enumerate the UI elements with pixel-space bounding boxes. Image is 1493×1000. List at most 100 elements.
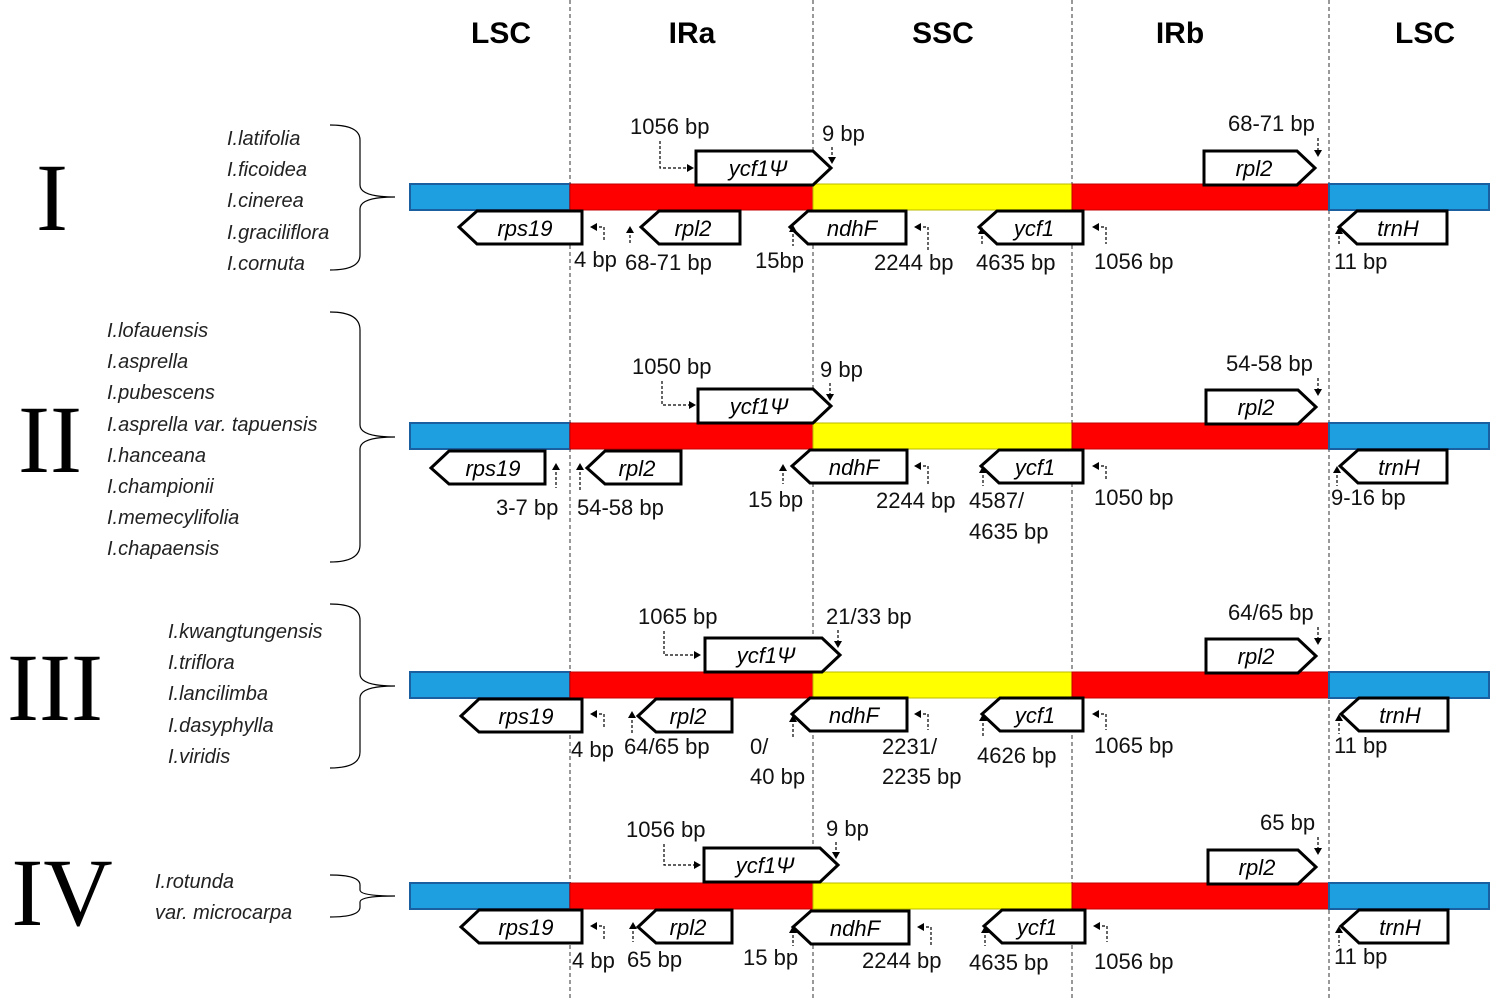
bp-label: 9 bp [826, 816, 869, 841]
gene-ycf1 [976, 209, 1085, 246]
bp-label: 54-58 bp [1226, 351, 1313, 376]
irb-segment [1071, 422, 1330, 450]
bp-label: 11 bp [1334, 733, 1387, 758]
bp-label: 4635 bp [969, 519, 1049, 544]
irb-segment [1071, 671, 1330, 699]
region-label-irb: IRb [1156, 17, 1204, 50]
gene-ycf1psi [696, 387, 834, 425]
bp-label: 4635 bp [976, 250, 1056, 275]
gene-label: ycf1 [1015, 915, 1057, 940]
species-name: I.pubescens [107, 382, 215, 404]
bp-pointer-head [590, 922, 597, 930]
bp-pointer-head [914, 710, 921, 718]
lsc-segment [1328, 882, 1490, 910]
gene-label: ndhF [829, 455, 881, 480]
gene-trnH [1337, 448, 1449, 485]
gene-trnH [1338, 696, 1450, 733]
bp-pointer-head [981, 926, 989, 933]
bp-pointer-head [789, 225, 797, 232]
bp-pointer-head [779, 464, 787, 471]
bp-pointer [1096, 713, 1107, 730]
gene-ndhF [790, 909, 911, 946]
ssc-segment [812, 183, 1073, 211]
bp-pointer-head [914, 223, 921, 231]
gene-label: ycf1 [1012, 216, 1054, 241]
gene-label: ndhF [827, 216, 879, 241]
bp-label: 1050 bp [1094, 485, 1174, 510]
lsc-segment [1328, 422, 1490, 450]
bp-label: 0/ [750, 734, 769, 759]
bp-pointer-head [1335, 926, 1343, 933]
bp-label: 4626 bp [977, 743, 1057, 768]
gene-label: trnH [1378, 455, 1420, 480]
bp-pointer-head [576, 463, 584, 470]
gene-label: ycf1Ψ [735, 643, 796, 668]
species-brace [329, 603, 396, 769]
bp-pointer [663, 631, 697, 656]
gene-ndhF [789, 448, 909, 485]
gene-rpl2 [1204, 637, 1319, 675]
gene-label: ycf1Ψ [728, 394, 789, 419]
bp-pointer [594, 925, 605, 940]
bp-pointer-head [1314, 848, 1322, 855]
gene-rpl2 [638, 209, 742, 246]
bp-pointer-head [1335, 227, 1343, 234]
bp-pointer-head [1335, 714, 1343, 721]
bp-label: 1050 bp [632, 354, 712, 379]
species-name: I.ficoidea [227, 159, 307, 181]
bp-pointer-head [694, 861, 701, 869]
bp-pointer [1097, 925, 1108, 942]
bp-pointer-head [834, 641, 842, 648]
region-headers: LSC IRa SSC IRb LSC [471, 17, 1455, 50]
gene-label: ndhF [830, 916, 882, 941]
column-dividers [569, 0, 1330, 1000]
ira-segment [569, 882, 814, 910]
species-name: I.rotunda [155, 871, 234, 893]
lsc-segment [1328, 671, 1490, 699]
bp-label: 15bp [755, 248, 804, 273]
gene-label: trnH [1379, 915, 1421, 940]
gene-rpl2 [584, 449, 683, 486]
species-name: I.dasyphylla [168, 715, 274, 737]
bp-label: 4 bp [574, 247, 617, 272]
group-roman-numeral: III [7, 634, 103, 741]
bp-label: 65 bp [627, 947, 682, 972]
group-roman-numeral: IV [11, 839, 112, 946]
bp-label: 64/65 bp [1228, 600, 1314, 625]
bp-label: 4 bp [572, 948, 615, 973]
bp-label: 1065 bp [638, 604, 718, 629]
gene-rps19 [456, 209, 584, 246]
lsc-segment [409, 422, 571, 450]
bp-label: 2231/ [882, 734, 938, 759]
gene-ndhF [789, 696, 909, 733]
bp-pointer-head [628, 711, 636, 718]
gene-ycf1psi [694, 149, 834, 187]
bp-pointer-head [694, 651, 701, 659]
group-roman-numeral: II [18, 386, 82, 493]
bp-label: 15 bp [743, 945, 798, 970]
gene-ndhF [787, 209, 908, 246]
gene-label: rpl2 [1238, 644, 1275, 669]
gene-ycf1 [978, 448, 1085, 485]
lsc-segment [1328, 183, 1490, 211]
species-name: I.graciliflora [227, 222, 329, 244]
bp-pointer-head [1314, 638, 1322, 645]
bp-label: 1056 bp [630, 114, 710, 139]
bp-pointer-head [832, 852, 840, 859]
bp-pointer-head [917, 923, 924, 931]
ssc-segment [812, 882, 1073, 910]
species-name: I.latifolia [227, 128, 300, 150]
bp-label: 2244 bp [876, 488, 956, 513]
group-i: I I.latifolia I.ficoidea I.cinerea I.gra… [36, 111, 1490, 275]
gene-rpl2 [1206, 848, 1319, 886]
species-brace [329, 124, 396, 271]
bp-label: 64/65 bp [624, 734, 710, 759]
gene-rps19 [458, 908, 584, 945]
gene-label: rps19 [498, 704, 553, 729]
bp-label: 4 bp [571, 737, 614, 762]
bp-pointer-head [626, 226, 634, 233]
gene-label: rpl2 [619, 456, 656, 481]
bp-pointer-head [1092, 223, 1099, 231]
gene-ycf1 [981, 908, 1087, 945]
bp-pointer [918, 713, 929, 730]
